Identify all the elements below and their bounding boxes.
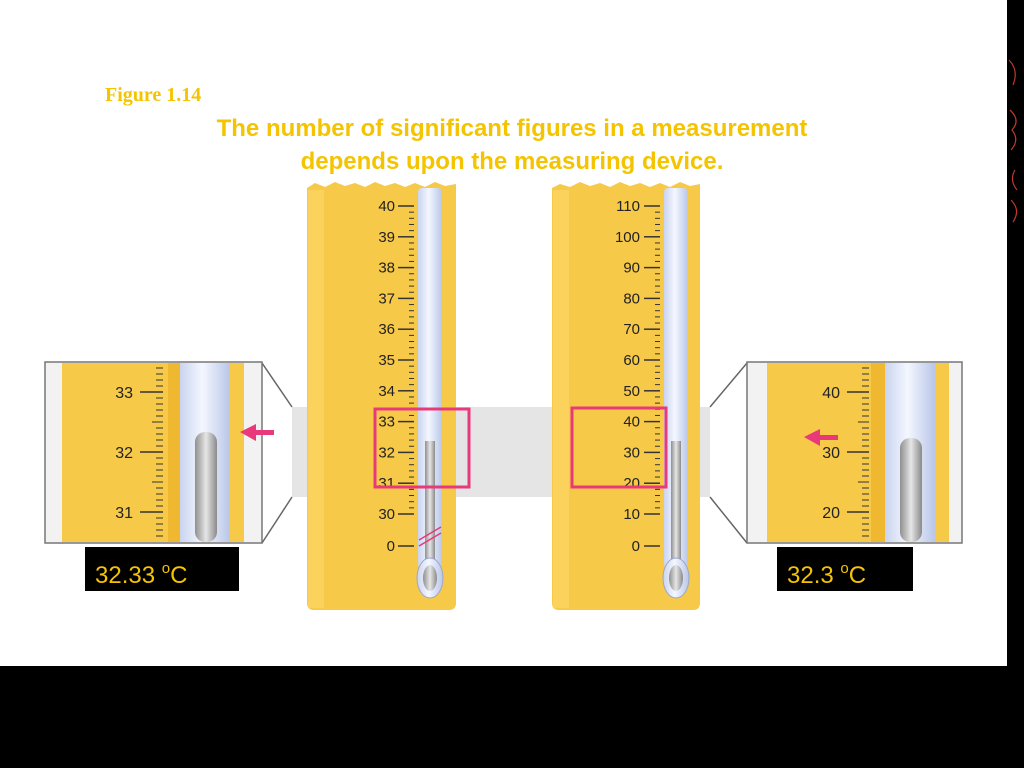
right-zoom-mercury [900,438,922,542]
left-reading-label: 32.33 oC [85,547,239,591]
right-scale-label: 70 [623,321,640,338]
title-line-1: The number of significant figures in a m… [216,115,808,142]
left-scale-label: 40 [378,198,395,215]
right-scale-label: 40 [623,414,640,431]
unit: C [848,562,867,589]
left-reading-value: 32.33 [95,562,156,589]
left-zoom-label: 32 [115,445,133,462]
right-zoom-panel: 40 30 20 [746,361,963,544]
right-pointer-arrow [804,429,838,446]
slide-title: The number of significant figures in a m… [112,112,912,178]
right-highlight-box [570,406,668,489]
left-zoom-label: 33 [115,385,133,402]
left-thermometer: 40 39 38 37 36 35 34 33 32 31 30 0 [307,182,456,610]
right-mercury-column [671,441,681,576]
left-scale-label: 35 [378,352,395,369]
right-scale-label: 50 [623,383,640,400]
degree-mark: o [840,560,849,577]
left-scale-label: 0 [387,538,395,555]
left-scale-label: 36 [378,321,395,338]
left-scale-label: 39 [378,229,395,246]
margin-scribble [1008,59,1018,223]
right-scale-label: 80 [623,290,640,307]
figure-label: Figure 1.14 [105,84,202,106]
right-zoom-label: 40 [822,385,840,402]
right-tube [664,188,688,568]
right-reading-value: 32.3 [787,562,834,589]
right-scale-label: 30 [623,444,640,461]
degree-mark: o [161,560,171,577]
left-tube [418,188,442,568]
left-pointer-arrow [240,424,274,441]
left-mercury-column [425,441,435,576]
left-zoom-mercury [195,432,217,542]
left-scale-label: 31 [378,475,395,492]
left-scale-label: 30 [378,506,395,523]
right-scale-label: 60 [623,352,640,369]
right-ruler-board [552,182,700,610]
right-scale-label: 90 [623,260,640,277]
right-scale-label: 10 [623,506,640,523]
right-scale-label: 110 [616,198,640,215]
right-scale-label: 0 [632,538,640,555]
right-reading-label: 32.3 oC [777,547,913,591]
right-zoom-label: 30 [822,445,840,462]
right-scale-label: 20 [623,475,640,492]
left-zoom-panel: 33 32 31 [44,361,274,544]
left-scale-label: 34 [378,383,395,400]
left-scale-label: 37 [378,290,395,307]
left-scale-label: 33 [378,414,395,431]
right-scale-label: 100 [615,229,640,246]
left-scale-label: 32 [378,444,395,461]
right-zoom-label: 20 [822,505,840,522]
unit: C [170,562,188,589]
title-line-2: depends upon the measuring device. [300,148,724,175]
left-zoom-label: 31 [115,505,133,522]
left-scale-label: 38 [378,260,395,277]
left-highlight-box [373,407,471,489]
